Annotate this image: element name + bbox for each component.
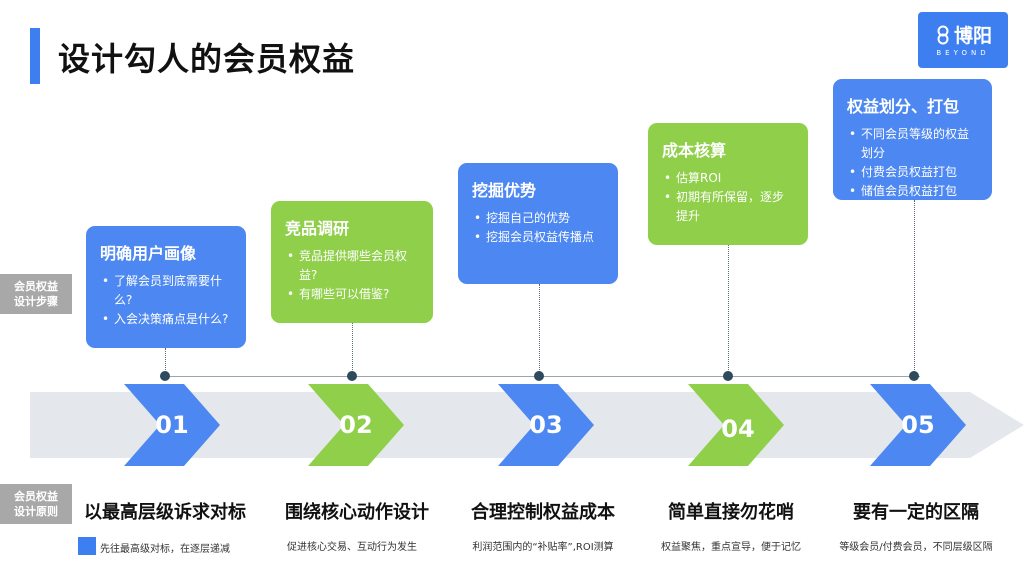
- step-card-title: 挖掘优势: [472, 181, 537, 200]
- step-number: 01: [155, 411, 189, 439]
- side-label-steps-line2: 设计步骤: [14, 295, 58, 308]
- step-connector: [539, 284, 540, 376]
- side-label-steps-line1: 会员权益: [14, 280, 58, 293]
- step-card-bullet: 储值会员权益打包: [847, 182, 978, 201]
- step-card-title: 明确用户画像: [100, 244, 197, 263]
- step-card-title: 权益划分、打包: [847, 97, 960, 116]
- principle-desc: 利润范围内的“补贴率”,ROI测算: [472, 542, 614, 553]
- principle-desc: 等级会员/付费会员，不同层级区隔: [839, 542, 993, 553]
- step-chevron-2: [308, 384, 404, 466]
- timeline-dot: [160, 371, 170, 381]
- step-card-1: 明确用户画像 了解会员到底需要什么? 入会决策痛点是什么?: [86, 226, 246, 348]
- step-card-bullet: 不同会员等级的权益划分: [847, 125, 978, 163]
- step-card-bullet: 初期有所保留，逐步提升: [662, 188, 794, 226]
- step-card-title: 竞品调研: [285, 219, 350, 238]
- step-card-3: 挖掘优势 挖掘自己的优势 挖掘会员权益传播点: [458, 163, 618, 284]
- step-card-2: 竞品调研 竞品提供哪些会员权益? 有哪些可以借鉴?: [271, 201, 433, 323]
- side-label-steps: 会员权益 设计步骤: [0, 274, 72, 314]
- step-chevron-5: [870, 384, 966, 466]
- side-label-principles-line1: 会员权益: [14, 490, 58, 503]
- principle-title: 要有一定的区隔: [853, 502, 979, 523]
- step-card-5: 权益划分、打包 不同会员等级的权益划分 付费会员权益打包 储值会员权益打包: [833, 79, 992, 201]
- step-card-bullet: 挖掘会员权益传播点: [472, 228, 604, 247]
- timeline-dot: [534, 371, 544, 381]
- timeline-dot: [909, 371, 919, 381]
- principle-desc: 促进核心交易、互动行为发生: [287, 542, 417, 553]
- logo-text: 博阳: [953, 25, 992, 47]
- step-card-bullet: 竞品提供哪些会员权益?: [285, 247, 419, 285]
- step-card-4: 成本核算 估算ROI 初期有所保留，逐步提升: [648, 123, 808, 245]
- side-label-principles: 会员权益 设计原则: [0, 484, 72, 524]
- step-card-bullet: 估算ROI: [662, 169, 794, 188]
- principle-title: 合理控制权益成本: [471, 502, 615, 523]
- timeline-dot: [723, 371, 733, 381]
- step-card-bullet: 付费会员权益打包: [847, 163, 978, 182]
- page-title: 设计勾人的会员权益: [58, 40, 356, 78]
- process-arrow-band: [30, 392, 1024, 458]
- step-number: 02: [339, 411, 373, 439]
- step-connector: [728, 245, 729, 376]
- step-connector: [914, 200, 915, 376]
- timeline-dot: [347, 371, 357, 381]
- step-card-bullet: 有哪些可以借鉴?: [285, 285, 419, 304]
- legend-swatch: [78, 537, 96, 555]
- step-chevron-1: [124, 384, 220, 466]
- step-card-bullet: 了解会员到底需要什么?: [100, 272, 232, 310]
- principle-desc: 权益聚焦，重点宣导，便于记忆: [661, 542, 801, 553]
- step-card-title: 成本核算: [662, 141, 727, 160]
- step-number: 03: [529, 411, 563, 439]
- step-card-bullet: 入会决策痛点是什么?: [100, 310, 232, 329]
- step-number: 04: [721, 415, 755, 443]
- step-connector: [165, 348, 166, 376]
- principle-title: 以最高层级诉求对标: [84, 502, 246, 523]
- principle-title: 围绕核心动作设计: [285, 502, 429, 523]
- step-chevron-3: [498, 384, 594, 466]
- step-chevron-4: [688, 384, 784, 466]
- step-connector: [352, 323, 353, 376]
- step-card-bullet: 挖掘自己的优势: [472, 209, 604, 228]
- side-label-principles-line2: 设计原则: [14, 505, 58, 518]
- brand-logo: 博阳 BEYOND: [918, 12, 1008, 68]
- principle-title: 简单直接勿花哨: [668, 502, 794, 523]
- logo-subtext: BEYOND: [936, 49, 990, 57]
- step-number: 05: [901, 411, 935, 439]
- title-accent-bar: [30, 28, 40, 84]
- principle-desc: 先往最高级对标，在逐层递减: [100, 544, 230, 555]
- logo-mark-icon: [937, 25, 949, 44]
